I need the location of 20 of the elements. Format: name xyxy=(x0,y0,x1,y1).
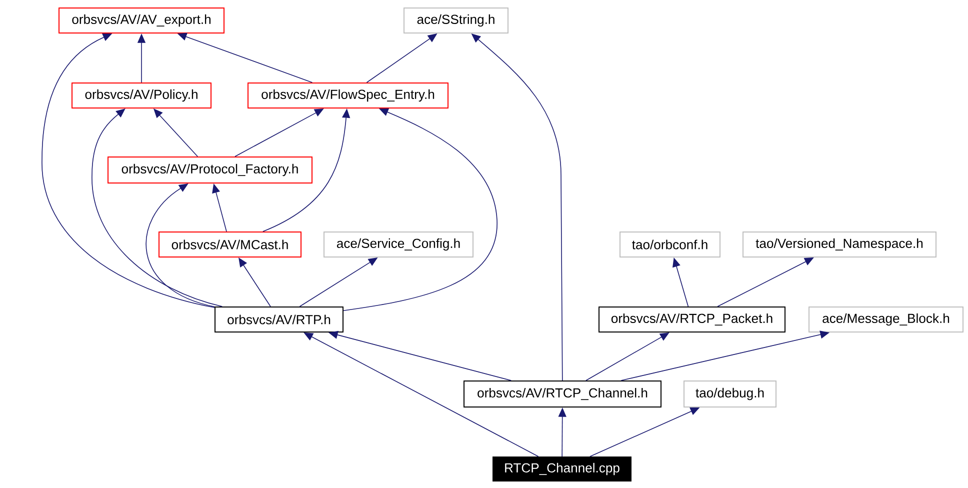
header-file-box: orbsvcs/AV/Policy.h xyxy=(72,82,212,108)
header-file-box: orbsvcs/AV/MCast.h xyxy=(158,232,302,258)
arrow xyxy=(343,108,498,311)
header-file-box: orbsvcs/AV/FlowSpec_Entry.h xyxy=(248,82,448,108)
header-file-box: tao/debug.h xyxy=(684,380,776,408)
header-file-box: orbsvcs/AV/RTCP_Packet.h xyxy=(598,306,786,332)
arrow xyxy=(238,258,271,307)
header-file-box: orbsvcs/AV/AV_export.h xyxy=(58,8,224,34)
header-file-box: tao/Versioned_Namespace.h xyxy=(742,232,936,258)
arrow xyxy=(92,108,223,307)
header-file-box: ace/Service_Config.h xyxy=(324,232,474,258)
header-file-box: tao/orbconf.h xyxy=(620,232,720,258)
header-file-box: ace/SString.h xyxy=(404,8,508,34)
arrow xyxy=(146,184,215,308)
header-file-box: orbsvcs/AV/RTCP_Channel.h xyxy=(464,380,662,408)
arrow xyxy=(42,34,215,308)
header-file-box: ace/Message_Block.h xyxy=(808,306,964,332)
header-file-box: orbsvcs/AV/Protocol_Factory.h xyxy=(108,156,312,184)
header-file-box: orbsvcs/AV/RTP.h xyxy=(214,306,344,332)
source-file-box: RTCP_Channel.cpp xyxy=(492,456,632,482)
